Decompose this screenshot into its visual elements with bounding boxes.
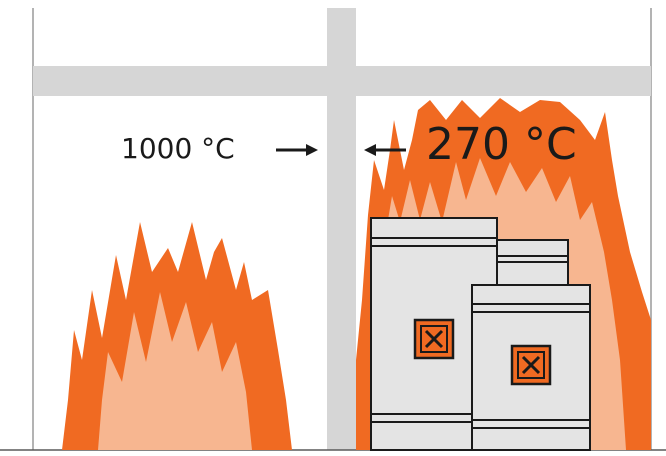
fire-wall <box>327 8 356 450</box>
arrow-right-icon <box>276 144 318 156</box>
chemical-drums <box>371 218 590 450</box>
left-fire <box>62 222 292 450</box>
temperature-fire-side: 1000 °C <box>121 135 235 163</box>
hazard-icon <box>512 346 550 384</box>
hazard-icon <box>415 320 453 358</box>
drum-front <box>472 285 590 450</box>
temperature-protected-side: 270 °C <box>426 123 577 167</box>
